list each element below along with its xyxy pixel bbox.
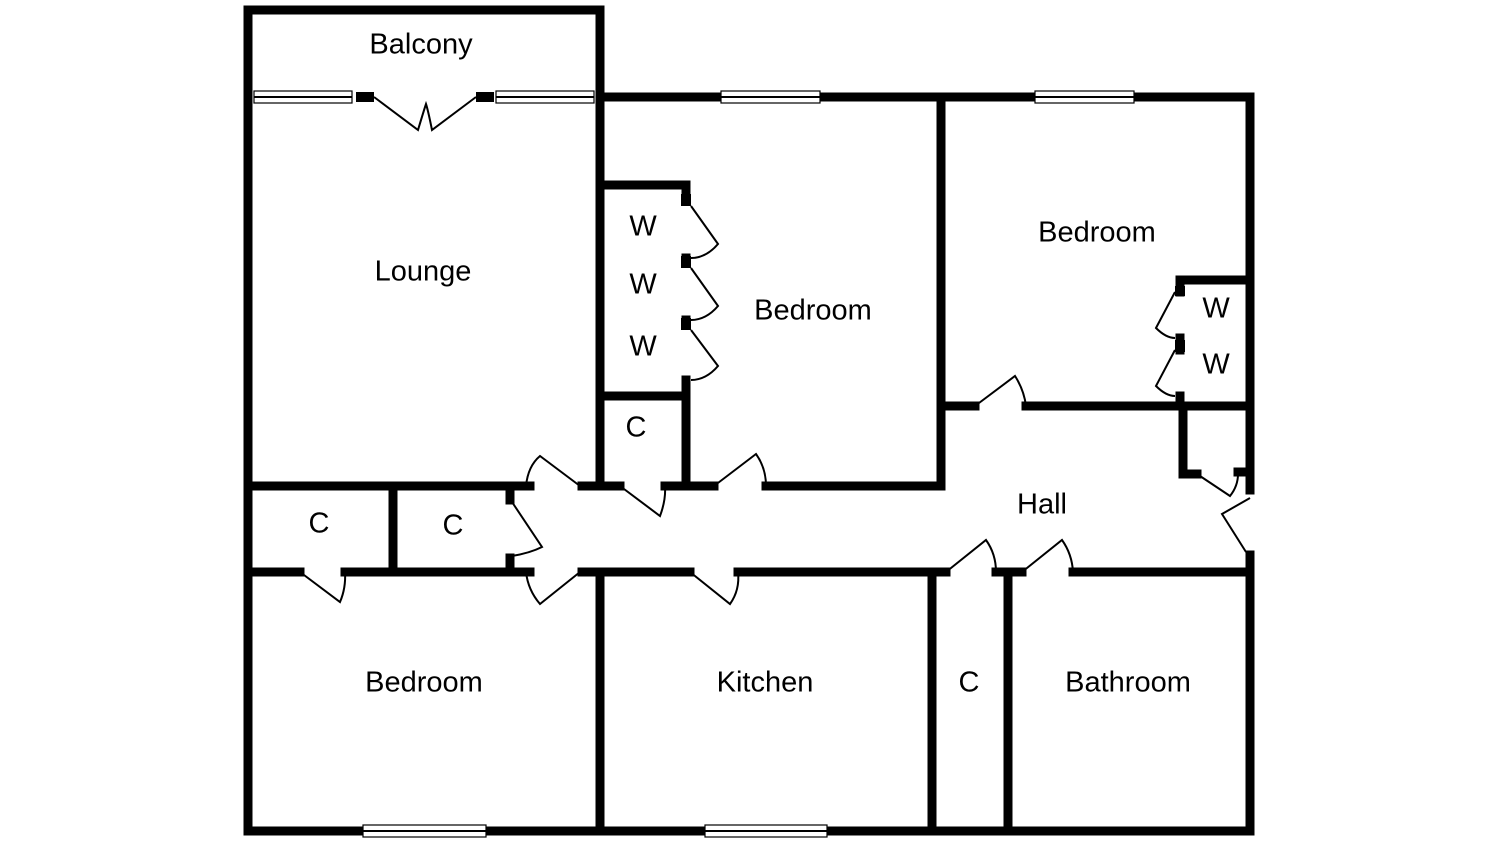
hall-label: Hall	[1017, 489, 1067, 521]
bedroom-left-label: Bedroom	[365, 667, 483, 699]
kitchen-label: Kitchen	[717, 667, 814, 699]
wardrobe-label-w4: W	[1202, 293, 1230, 325]
doors	[299, 92, 1251, 606]
wardrobe-label-w5: W	[1202, 349, 1230, 381]
windows	[253, 90, 1135, 838]
lounge-label: Lounge	[375, 256, 472, 288]
cupboard-label-c4: C	[959, 667, 980, 699]
balcony-label: Balcony	[369, 29, 473, 61]
exterior-walls	[243, 5, 1255, 836]
wardrobe-label-w2: W	[629, 269, 657, 301]
cupboard-label-c3: C	[626, 412, 647, 444]
wardrobe-label-w1: W	[629, 211, 657, 243]
interior-walls	[243, 92, 1255, 836]
bathroom-label: Bathroom	[1065, 667, 1191, 699]
wardrobe-label-w3: W	[629, 331, 657, 363]
cupboard-label-c2: C	[443, 510, 464, 542]
bedroom-right-label: Bedroom	[1038, 217, 1156, 249]
cupboard-label-c1: C	[309, 508, 330, 540]
bedroom-middle-label: Bedroom	[754, 295, 872, 327]
